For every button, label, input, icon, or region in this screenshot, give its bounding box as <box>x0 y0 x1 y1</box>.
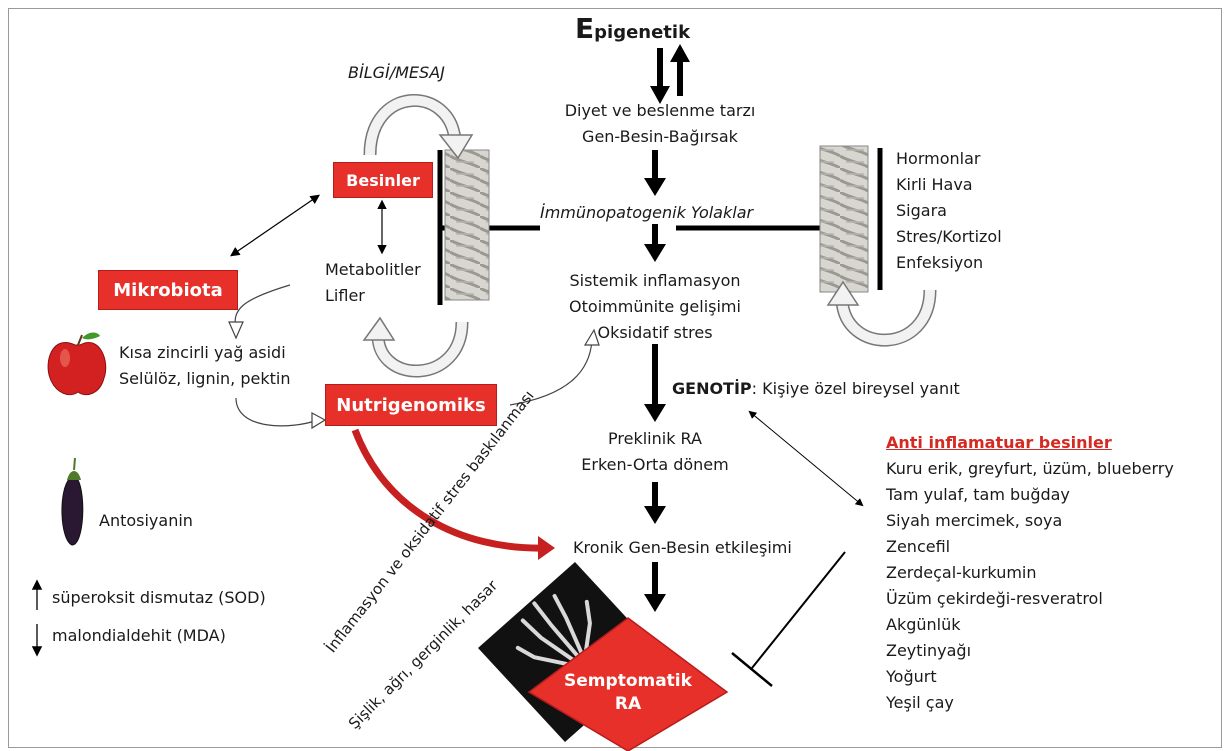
anti-inflammatory-list: Anti inflamatuar besinler Kuru erik, gre… <box>886 430 1174 716</box>
microbiota-besinler-arrow <box>230 194 320 257</box>
red-inhibition-arrow <box>351 428 555 560</box>
eggplant-icon <box>61 457 84 546</box>
mikrobiota-box: Mikrobiota <box>98 270 238 310</box>
curved-flow-arrows <box>228 284 600 430</box>
genotype-text: GENOTİP: Kişiye özel bireysel yanıt <box>672 379 960 398</box>
immuno-pathways-label: İmmünopatogenik Yolaklar <box>540 203 754 222</box>
mda-label: malondialdehit (MDA) <box>52 626 226 645</box>
nutrigenomics-box: Nutrigenomiks <box>325 384 497 426</box>
diagram-frame <box>8 8 1222 748</box>
epigenetic-arrows <box>650 44 690 104</box>
cycle-arrows <box>362 93 937 378</box>
dna-helix-right-icon <box>819 145 869 293</box>
apple-icon <box>47 332 107 396</box>
chronic-interaction-text: Kronik Gen-Besin etkileşimi <box>573 538 792 557</box>
dna-helix-left-icon <box>444 149 490 301</box>
sod-label: süperoksit dismutaz (SOD) <box>52 588 266 607</box>
main-flow-arrows <box>644 150 666 612</box>
bilgi-label: BİLGİ/MESAJ <box>348 63 445 82</box>
epigenetic-title: Epigenetik <box>575 12 691 45</box>
inhibition-line <box>731 551 846 687</box>
anti-inflammatory-title: Anti inflamatuar besinler <box>886 433 1112 452</box>
semptomatik-ra-diamond <box>527 617 729 751</box>
genotype-anti-arrow <box>748 410 864 507</box>
besinler-box: Besinler <box>333 162 433 198</box>
antosiyanin-label: Antosiyanin <box>99 511 193 530</box>
environmental-factors-list: Hormonlar Kirli Hava Sigara Stres/Kortiz… <box>896 149 1002 272</box>
